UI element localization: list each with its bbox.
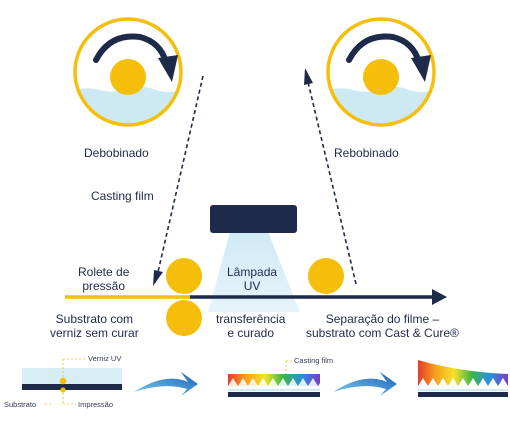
flow-arrow-icon bbox=[134, 372, 198, 396]
casting-film-layer-label: Casting film bbox=[294, 356, 334, 365]
rewinding-reel bbox=[326, 17, 436, 127]
unwinding-label: Debobinado bbox=[84, 146, 149, 160]
unwinding-reel bbox=[73, 17, 183, 127]
rotation-arrow-icon bbox=[93, 33, 169, 65]
web-arrowhead bbox=[432, 289, 447, 305]
varnish-layer-label: Verniz UV bbox=[88, 354, 122, 363]
rollers bbox=[166, 258, 344, 336]
rewinding-label: Rebobinado bbox=[334, 146, 399, 160]
separation-label: Separação do filme –substrato com Cast &… bbox=[306, 312, 459, 340]
film-path-in bbox=[153, 75, 204, 286]
layer-diagram-casting bbox=[228, 360, 320, 397]
flow-arrow-icon bbox=[333, 372, 397, 396]
film-path-out bbox=[304, 68, 357, 285]
print-layer-label: Impressão bbox=[78, 400, 114, 409]
substrate-layer-label: Substrato bbox=[4, 400, 37, 409]
layer-diagram-separated bbox=[418, 360, 508, 397]
uv-lamp bbox=[208, 205, 300, 312]
rotation-arrow-icon bbox=[346, 33, 422, 65]
casting-film-label: Casting film bbox=[91, 189, 154, 203]
layer-diagram-uncured bbox=[22, 358, 122, 405]
